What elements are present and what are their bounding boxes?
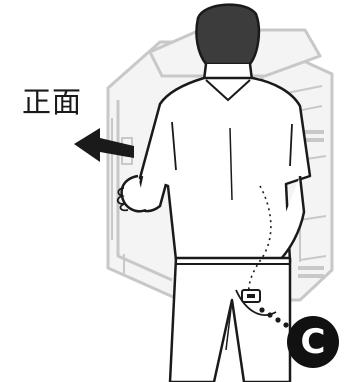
person-head bbox=[196, 5, 258, 64]
port-icon bbox=[242, 290, 260, 302]
callout-label: C bbox=[288, 317, 338, 367]
front-label: 正面 bbox=[22, 88, 82, 117]
